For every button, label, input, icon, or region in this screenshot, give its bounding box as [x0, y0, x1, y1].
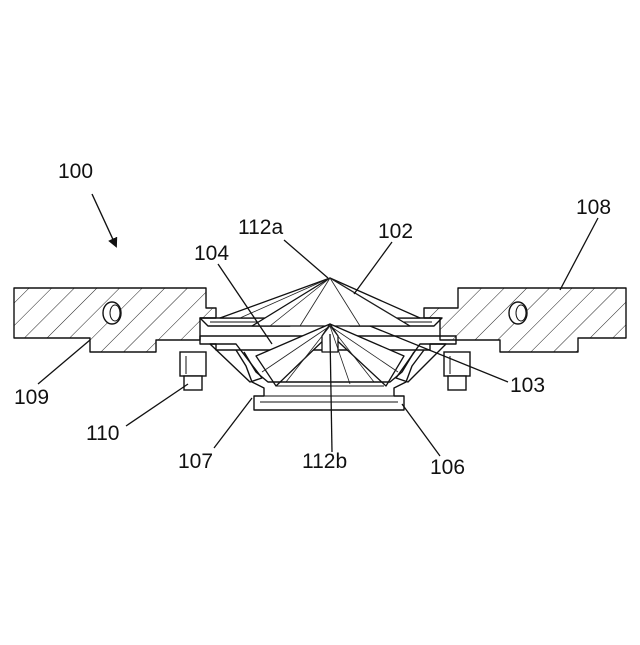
label-102: 102	[378, 220, 413, 243]
label-108: 108	[576, 196, 611, 219]
label-106: 106	[430, 456, 465, 479]
assembly-arrow	[92, 194, 116, 246]
label-104: 104	[194, 242, 229, 265]
label-107: 107	[178, 450, 213, 473]
bolt-hole-right	[509, 302, 527, 324]
label-112b: 112b	[302, 450, 347, 473]
label-110: 110	[86, 422, 119, 445]
bolt-hole-left	[103, 302, 121, 324]
label-100: 100	[58, 160, 93, 183]
label-103: 103	[510, 374, 545, 397]
label-109: 109	[14, 386, 49, 409]
top-prism	[220, 278, 420, 326]
fastener-left	[180, 352, 206, 390]
label-112a: 112a	[238, 216, 283, 239]
